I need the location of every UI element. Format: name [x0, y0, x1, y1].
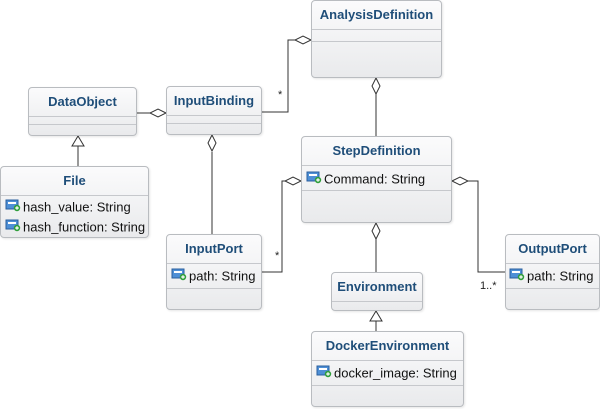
attribute-row[interactable]: path: String [506, 266, 599, 286]
attribute-separator [332, 301, 422, 302]
diamond-port-step [283, 176, 303, 186]
class-docker-environment[interactable]: DockerEnvironment docker_image: String [311, 331, 464, 407]
class-name-docker-environment: DockerEnvironment [325, 338, 450, 353]
attribute-list: Command: String [302, 166, 451, 189]
attribute-separator [1, 195, 148, 196]
attribute-separator [167, 263, 261, 264]
multiplicity-step-output: 1..* [480, 280, 497, 292]
class-name-data-object: DataObject [48, 94, 117, 109]
attribute-list: path: String [506, 264, 599, 286]
port-step-link [262, 180, 301, 273]
attribute-row[interactable]: Command: String [302, 169, 451, 189]
class-environment[interactable]: Environment [331, 272, 423, 311]
attribute-icon [171, 267, 187, 287]
diamond-binding-analysis [293, 35, 313, 45]
attribute-icon [509, 267, 525, 287]
class-name-input-binding: InputBinding [173, 93, 255, 108]
class-name-analysis-definition: AnalysisDefinition [319, 7, 434, 22]
attribute-icon [5, 218, 21, 238]
attribute-label: path: String [189, 268, 256, 284]
binding-analysis-link [262, 39, 311, 113]
class-name-step-definition: StepDefinition [332, 143, 421, 158]
class-name-environment: Environment [337, 279, 417, 294]
attribute-list: hash_value: String hash_function: String [1, 196, 148, 237]
class-name-file: File [63, 173, 86, 188]
attribute-separator [312, 29, 441, 30]
diamond-port-binding [207, 133, 217, 153]
diamond-binding-dataobject [148, 108, 168, 118]
operation-separator [506, 288, 599, 289]
diamond-step-output [450, 176, 470, 186]
multiplicity-binding-analysis: * [278, 89, 283, 101]
class-name-output-port: OutputPort [518, 241, 587, 256]
multiplicity-port-step: * [275, 250, 280, 262]
attribute-row[interactable]: path: String [167, 266, 261, 286]
attribute-separator [506, 263, 599, 264]
attribute-label: hash_function: String [23, 219, 146, 235]
class-analysis-definition[interactable]: AnalysisDefinition [311, 0, 442, 78]
attribute-icon [5, 198, 21, 218]
class-file[interactable]: File hash_value: String hash_function: S… [0, 166, 149, 238]
operation-separator [302, 190, 451, 191]
attribute-list: path: String [167, 264, 261, 286]
operation-separator [29, 124, 136, 125]
class-name-input-port: InputPort [185, 241, 243, 256]
operation-separator [312, 385, 463, 386]
class-output-port[interactable]: OutputPort path: String [505, 234, 600, 310]
step-output-link [452, 180, 505, 273]
triangle-docker-environment [369, 310, 383, 322]
attribute-separator [302, 165, 451, 166]
attribute-list: docker_image: String [312, 361, 463, 383]
attribute-row[interactable]: hash_value: String [1, 197, 148, 217]
class-input-port[interactable]: InputPort path: String [166, 234, 262, 310]
diamond-step-environment [371, 221, 381, 241]
diamond-analysis-step [371, 76, 381, 96]
attribute-label: Command: String [324, 171, 426, 187]
attribute-row[interactable]: hash_function: String [1, 217, 148, 237]
attribute-label: path: String [527, 268, 594, 284]
attribute-row[interactable]: docker_image: String [312, 363, 463, 383]
attribute-label: hash_value: String [23, 199, 131, 215]
operation-separator [312, 41, 441, 42]
attribute-icon [316, 364, 332, 384]
class-data-object[interactable]: DataObject [28, 87, 137, 136]
attribute-label: docker_image: String [334, 365, 457, 381]
attribute-separator [312, 360, 463, 361]
attribute-icon [306, 170, 322, 190]
attribute-separator [167, 115, 261, 116]
operation-separator [167, 288, 261, 289]
class-step-definition[interactable]: StepDefinition Command: String [301, 136, 452, 223]
triangle-file-dataobject [71, 135, 85, 147]
class-input-binding[interactable]: InputBinding [166, 86, 262, 135]
operation-separator [167, 123, 261, 124]
attribute-separator [29, 116, 136, 117]
